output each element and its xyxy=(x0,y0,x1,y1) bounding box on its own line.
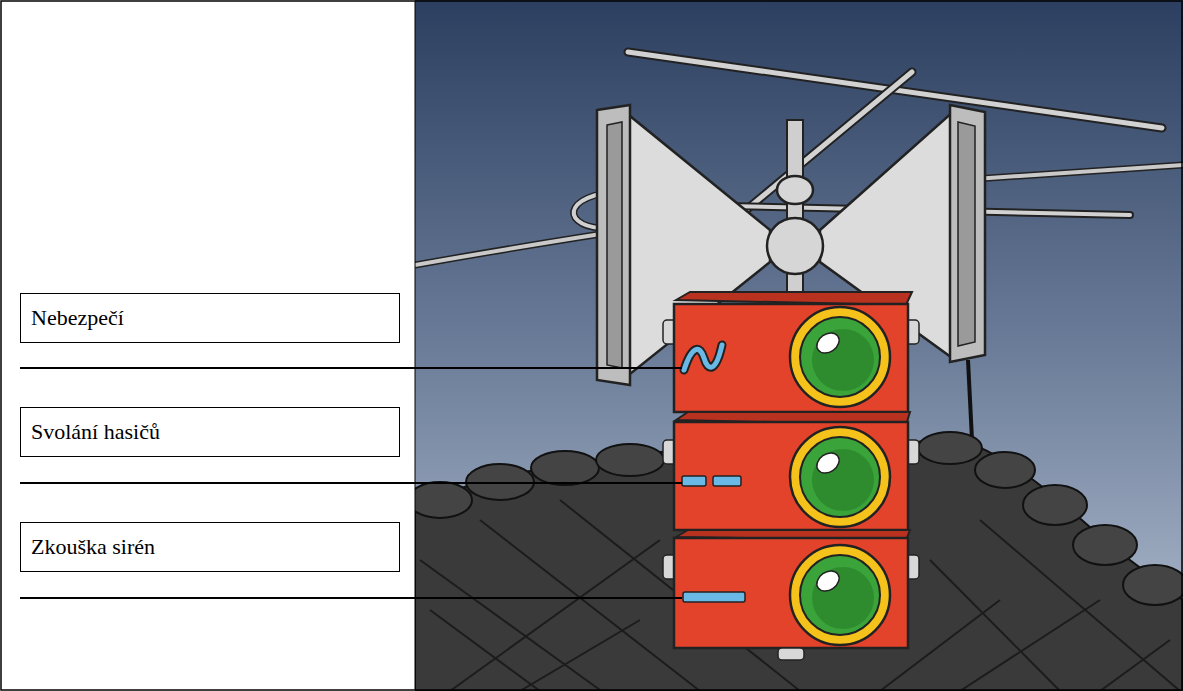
button-ring xyxy=(790,427,890,527)
sky xyxy=(415,0,1183,691)
horn-mouth xyxy=(597,105,630,385)
roof-tile xyxy=(415,482,472,518)
green-button xyxy=(800,317,880,397)
horn-mouth-inner xyxy=(958,122,975,346)
roof-tile xyxy=(466,464,534,500)
roof-line xyxy=(980,520,1180,691)
roof-tile xyxy=(918,432,982,464)
roof-line xyxy=(430,610,540,691)
roof-tile xyxy=(1023,485,1087,525)
wire xyxy=(960,165,1183,180)
wave-symbol xyxy=(684,345,722,370)
wire xyxy=(960,165,1183,180)
green-button xyxy=(800,437,880,517)
button-ring xyxy=(790,545,890,645)
control-box xyxy=(663,412,919,530)
wave-symbol xyxy=(684,345,722,370)
label-text: Nebezpečí xyxy=(31,305,389,330)
dash-symbol xyxy=(682,476,706,486)
button-shade xyxy=(812,329,874,391)
label-box: Nebezpečí xyxy=(20,293,400,343)
label-text: Zkouška sirén xyxy=(31,534,389,559)
dash-symbol xyxy=(683,592,745,602)
label-text: Svolání hasičů xyxy=(31,419,389,444)
roof-line xyxy=(480,520,700,691)
leader-line xyxy=(20,482,682,484)
roof-line xyxy=(960,600,1100,691)
roof-line xyxy=(450,540,660,691)
button-highlight xyxy=(813,329,843,358)
roof-line xyxy=(420,560,600,690)
button-highlight xyxy=(813,449,843,478)
label-box: Svolání hasičů xyxy=(20,407,400,457)
dash-symbol xyxy=(713,476,741,486)
roof-line xyxy=(1100,640,1170,691)
box-front xyxy=(674,422,908,530)
roof-tile xyxy=(1123,565,1183,605)
box-front xyxy=(674,304,908,412)
roof-line xyxy=(520,620,640,691)
siren-pole xyxy=(787,120,803,310)
button-ring xyxy=(790,307,890,407)
roof-tile xyxy=(1073,525,1137,565)
button-shade xyxy=(812,567,874,629)
leader-lines xyxy=(20,368,682,598)
roof-tile xyxy=(596,444,664,476)
button-highlight xyxy=(813,567,843,596)
roof-line xyxy=(930,560,1060,691)
control-box xyxy=(663,292,919,412)
roof-tile xyxy=(975,452,1035,488)
button-shade xyxy=(812,449,874,511)
illustration-group xyxy=(415,0,1183,691)
siren-hub xyxy=(767,218,823,274)
leader-line xyxy=(20,597,682,599)
horn-mouth-inner xyxy=(607,122,622,368)
pole-clamp xyxy=(777,176,813,204)
box-foot xyxy=(778,648,804,660)
panel-divider xyxy=(415,1,416,690)
label-box: Zkouška sirén xyxy=(20,522,400,572)
green-button xyxy=(800,555,880,635)
control-box xyxy=(663,530,919,660)
box-front xyxy=(674,538,908,648)
leader-line xyxy=(20,367,682,369)
roof-tile xyxy=(531,451,599,485)
horn-mouth xyxy=(950,105,985,362)
